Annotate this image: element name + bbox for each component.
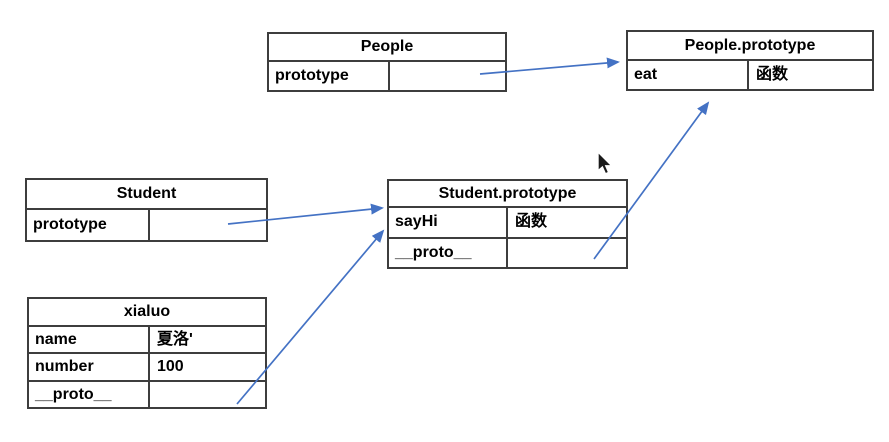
table-title: Student [27, 180, 266, 210]
table-student-prototype: Student.prototype sayHi 函数 __proto__ [387, 179, 628, 269]
row-value [150, 210, 266, 240]
table-student: Student prototype [25, 178, 268, 242]
table-title: People [269, 34, 505, 62]
row-value [508, 239, 626, 268]
row-label: sayHi [389, 208, 508, 237]
row-label: eat [628, 61, 749, 89]
table-row: __proto__ [29, 381, 265, 407]
row-value: 函数 [756, 66, 789, 84]
table-people-prototype: People.prototype eat 函数 [626, 30, 874, 91]
row-label: prototype [27, 210, 150, 240]
table-title: People.prototype [628, 32, 872, 61]
table-row: number 100 [29, 354, 265, 382]
row-label: __proto__ [29, 381, 150, 407]
row-label: __proto__ [389, 238, 508, 267]
table-title: xialuo [29, 299, 265, 327]
table-row: eat 函数 [628, 61, 872, 89]
row-label: prototype [269, 62, 390, 90]
row-value: 100 [157, 358, 184, 376]
table-xialuo: xialuo name 夏洛' number 100 __proto__ [27, 297, 267, 409]
table-row: name 夏洛' [29, 327, 265, 355]
table-row: prototype [269, 62, 505, 90]
table-row: prototype [27, 210, 266, 240]
row-value: 函数 [515, 213, 548, 231]
row-label: name [29, 327, 150, 353]
table-row: __proto__ [389, 238, 626, 268]
row-value [390, 62, 505, 90]
table-row: sayHi 函数 [389, 208, 626, 239]
mouse-cursor [597, 150, 614, 175]
table-people: People prototype [267, 32, 507, 92]
row-value [150, 382, 265, 407]
row-label: number [29, 354, 150, 380]
row-value: 夏洛' [157, 330, 193, 348]
table-title: Student.prototype [389, 181, 626, 208]
